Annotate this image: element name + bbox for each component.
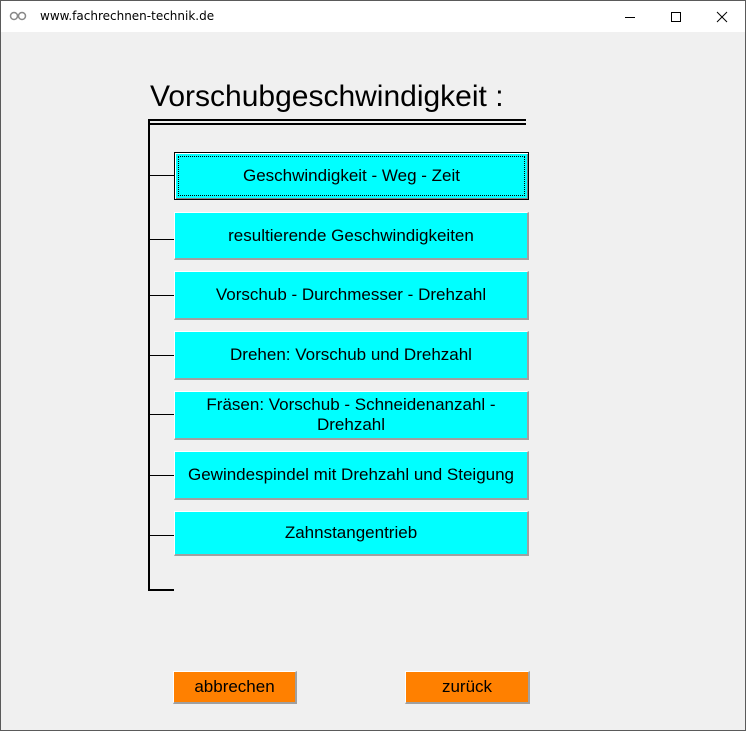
menu-button-vorschub-durchmesser-drehzahl[interactable]: Vorschub - Durchmesser - Drehzahl: [174, 271, 529, 320]
tree-connector: [150, 175, 174, 176]
tree-vertical-line: [148, 119, 150, 591]
tree-connector: [150, 414, 174, 415]
title-underline-double: [148, 123, 526, 125]
menu-button-zahnstangentrieb[interactable]: Zahnstangentrieb: [174, 511, 529, 556]
menu-button-label: Geschwindigkeit - Weg - Zeit: [243, 166, 460, 185]
menu-button-label: Gewindespindel mit Drehzahl und Steigung: [187, 465, 515, 484]
tree-connector: [150, 355, 174, 356]
tree-bottom-line: [148, 589, 174, 591]
menu-button-label: Zahnstangentrieb: [284, 523, 418, 542]
menu-button-fraesen[interactable]: Fräsen: Vorschub - Schneidenanzahl - Dre…: [174, 391, 529, 440]
menu-button-label: Vorschub - Durchmesser - Drehzahl: [215, 285, 487, 304]
menu-button-drehen[interactable]: Drehen: Vorschub und Drehzahl: [174, 331, 529, 380]
cancel-button-label: abbrechen: [194, 677, 275, 696]
title-underline: [148, 119, 526, 121]
menu-button-label: Fräsen: Vorschub - Schneidenanzahl - Dre…: [206, 395, 496, 434]
maximize-button[interactable]: [653, 1, 699, 32]
title-bar[interactable]: www.fachrechnen-technik.de: [1, 1, 745, 32]
menu-button-gewindespindel[interactable]: Gewindespindel mit Drehzahl und Steigung: [174, 451, 529, 500]
app-glasses-icon: [9, 11, 27, 21]
back-button-label: zurück: [441, 677, 493, 696]
menu-button-label: Drehen: Vorschub und Drehzahl: [230, 345, 472, 364]
tree-connector: [150, 295, 174, 296]
back-button[interactable]: zurück: [405, 671, 530, 704]
tree-connector: [150, 535, 174, 536]
window-title: www.fachrechnen-technik.de: [40, 9, 215, 23]
maximize-icon: [671, 11, 681, 22]
menu-button-label: resultierende Geschwindigkeiten: [228, 225, 474, 245]
cancel-button[interactable]: abbrechen: [173, 671, 297, 704]
minimize-icon: [625, 16, 635, 18]
menu-button-geschwindigkeit-weg-zeit[interactable]: Geschwindigkeit - Weg - Zeit: [174, 152, 529, 200]
page-title: Vorschubgeschwindigkeit :: [150, 80, 504, 113]
close-icon: [716, 11, 728, 22]
minimize-button[interactable]: [607, 1, 653, 32]
tree-connector: [150, 239, 174, 240]
close-button[interactable]: [699, 1, 745, 32]
tree-connector: [150, 475, 174, 476]
menu-button-resultierende-geschwindigkeiten[interactable]: resultierende Geschwindigkeiten: [174, 212, 529, 260]
